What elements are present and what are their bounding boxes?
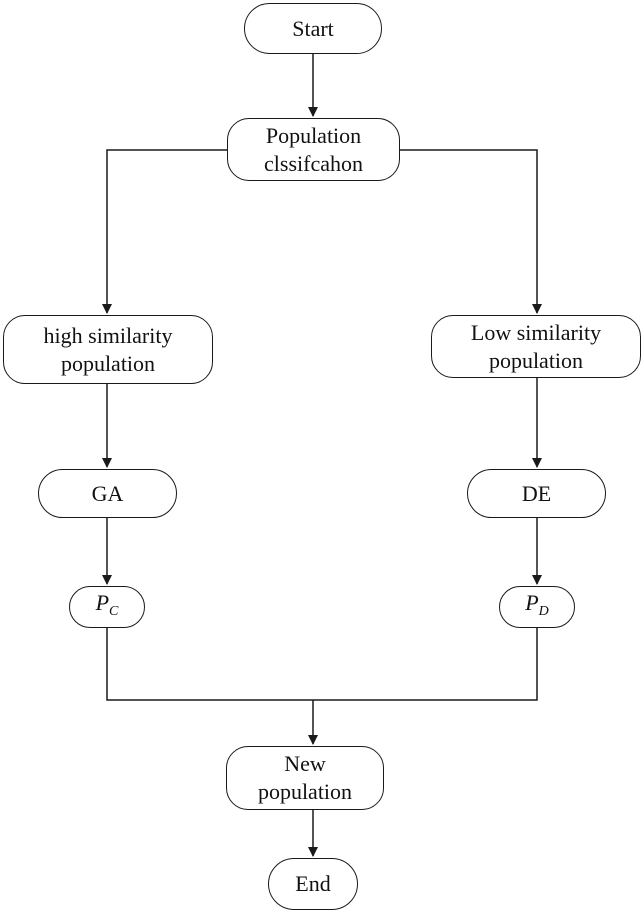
start-node: Start [244,3,382,54]
new-population-label-line1: New [284,751,326,776]
end-node: End [268,858,358,910]
edge-pc-to-merge [106,628,313,701]
classification-label-line1: Population [265,122,362,148]
classification-node: Population clssifcahon [227,118,400,181]
high-similarity-label-line2: population [60,350,156,376]
low-similarity-node: Low similarity population [431,315,641,378]
pd-node: PD [499,586,575,628]
low-similarity-label-line1: Low similarity [470,319,602,345]
high-similarity-label-line1: high similarity [43,322,173,348]
pc-label: PC [95,589,119,619]
de-node: DE [467,469,606,518]
end-label: End [295,871,331,896]
de-label: DE [521,480,552,506]
ga-node: GA [38,469,177,518]
start-label: Start [292,15,334,41]
edge-classification-to-high [102,149,227,314]
edge-pd-to-merge [313,628,538,701]
new-population-node: New population [226,746,384,810]
edge-classification-to-low [400,149,542,314]
high-similarity-node: high similarity population [3,315,213,384]
pc-node: PC [69,586,145,628]
new-population-label-line2: population [257,779,353,804]
low-similarity-label-line2: population [488,347,584,373]
classification-label-line2: clssifcahon [264,150,363,176]
pd-label: PD [525,589,549,619]
ga-label: GA [91,480,124,506]
